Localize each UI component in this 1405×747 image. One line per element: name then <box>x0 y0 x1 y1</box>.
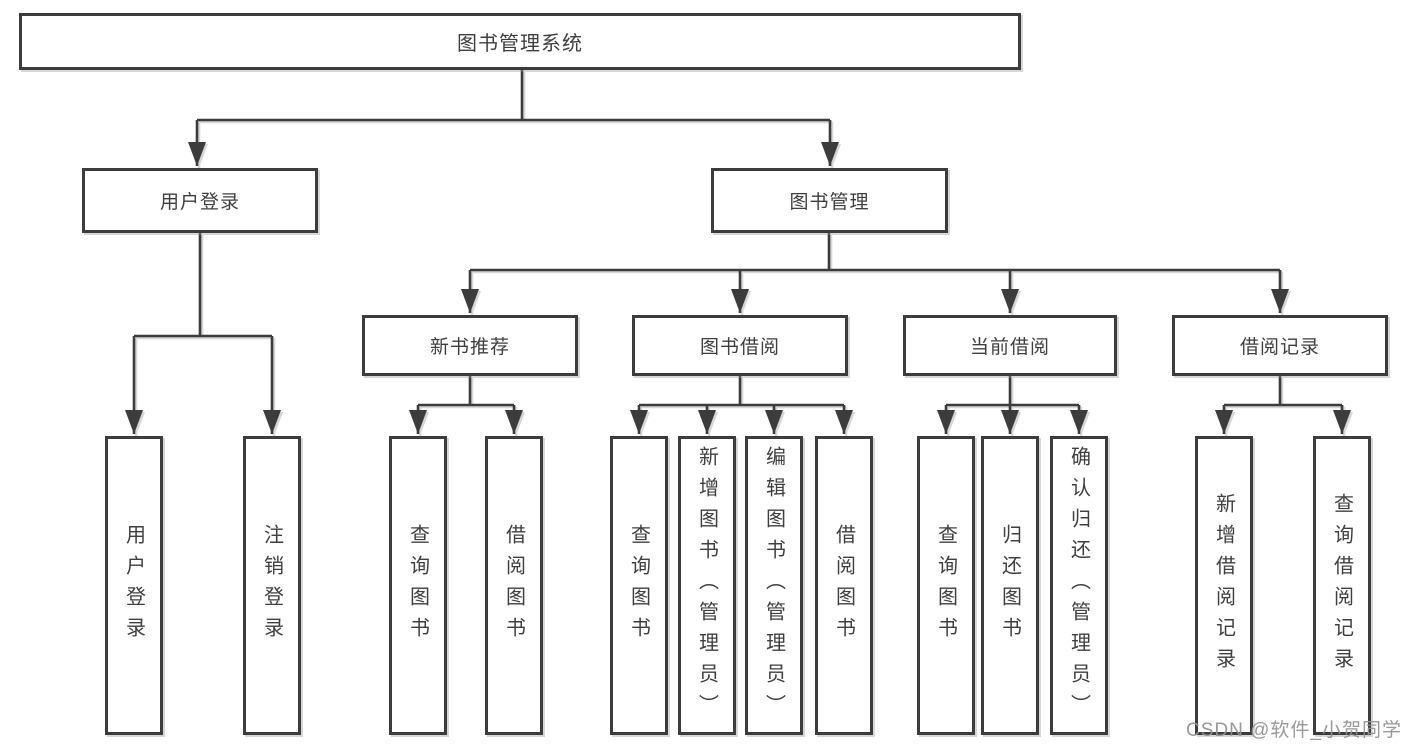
leaf-borrow-books: 借阅图书 <box>815 436 873 735</box>
connector-book-management-split <box>461 233 1289 313</box>
leaf-borrow-books-recommend: 借阅图书 <box>485 436 543 735</box>
node-borrow-records: 借阅记录 <box>1172 315 1388 376</box>
node-book-management: 图书管理 <box>711 168 948 233</box>
leaf-label: 查询借阅记录 <box>1330 492 1353 679</box>
node-label: 图书管理系统 <box>457 33 583 55</box>
connector-current-borrow-split <box>937 376 1088 434</box>
leaf-label: 借阅图书 <box>832 523 855 648</box>
leaf-return-books: 归还图书 <box>981 436 1039 735</box>
node-label: 图书借阅 <box>699 337 780 358</box>
leaf-label: 归还图书 <box>998 523 1021 648</box>
leaf-label: 查询图书 <box>934 523 957 648</box>
connector-user-login-split <box>125 233 281 434</box>
connector-borrow-records-split <box>1215 376 1351 434</box>
leaf-label: 查询图书 <box>406 523 429 648</box>
leaf-label: 编辑图书（管理员） <box>762 446 785 725</box>
node-new-book-recommend: 新书推荐 <box>362 315 578 376</box>
leaf-query-books-recommend: 查询图书 <box>389 436 447 735</box>
node-label: 用户登录 <box>159 192 240 213</box>
connector-root-split <box>188 70 839 166</box>
leaf-label: 新增借阅记录 <box>1212 492 1235 679</box>
leaf-label: 借阅图书 <box>502 523 525 648</box>
node-label: 图书管理 <box>789 192 870 213</box>
leaf-add-borrow-record: 新增借阅记录 <box>1195 436 1253 735</box>
csdn-watermark: CSDN @软件_小贺同学 <box>1186 720 1402 741</box>
node-label: 新书推荐 <box>429 337 510 358</box>
leaf-query-books-current: 查询图书 <box>917 436 975 735</box>
node-library-management-system: 图书管理系统 <box>19 13 1021 70</box>
leaf-add-books-admin: 新增图书（管理员） <box>678 436 736 735</box>
leaf-confirm-return-admin: 确认归还（管理员） <box>1050 436 1108 735</box>
leaf-label: 注销登录 <box>260 523 283 648</box>
leaf-query-books-borrow: 查询图书 <box>610 436 668 735</box>
node-label: 当前借阅 <box>969 337 1050 358</box>
leaf-label: 查询图书 <box>627 523 650 648</box>
node-user-login: 用户登录 <box>82 168 318 233</box>
node-book-borrow: 图书借阅 <box>632 315 848 376</box>
leaf-user-login: 用户登录 <box>105 436 163 735</box>
connector-book-borrow-split <box>630 376 853 434</box>
node-label: 借阅记录 <box>1239 337 1320 358</box>
leaf-edit-books-admin: 编辑图书（管理员） <box>745 436 803 735</box>
node-current-borrow: 当前借阅 <box>903 315 1117 376</box>
leaf-label: 新增图书（管理员） <box>695 446 718 725</box>
connector-new-book-recommend-split <box>409 376 523 434</box>
leaf-label: 确认归还（管理员） <box>1067 446 1090 725</box>
leaf-label: 用户登录 <box>122 523 145 648</box>
leaf-logout: 注销登录 <box>243 436 301 735</box>
leaf-query-borrow-record: 查询借阅记录 <box>1313 436 1371 735</box>
